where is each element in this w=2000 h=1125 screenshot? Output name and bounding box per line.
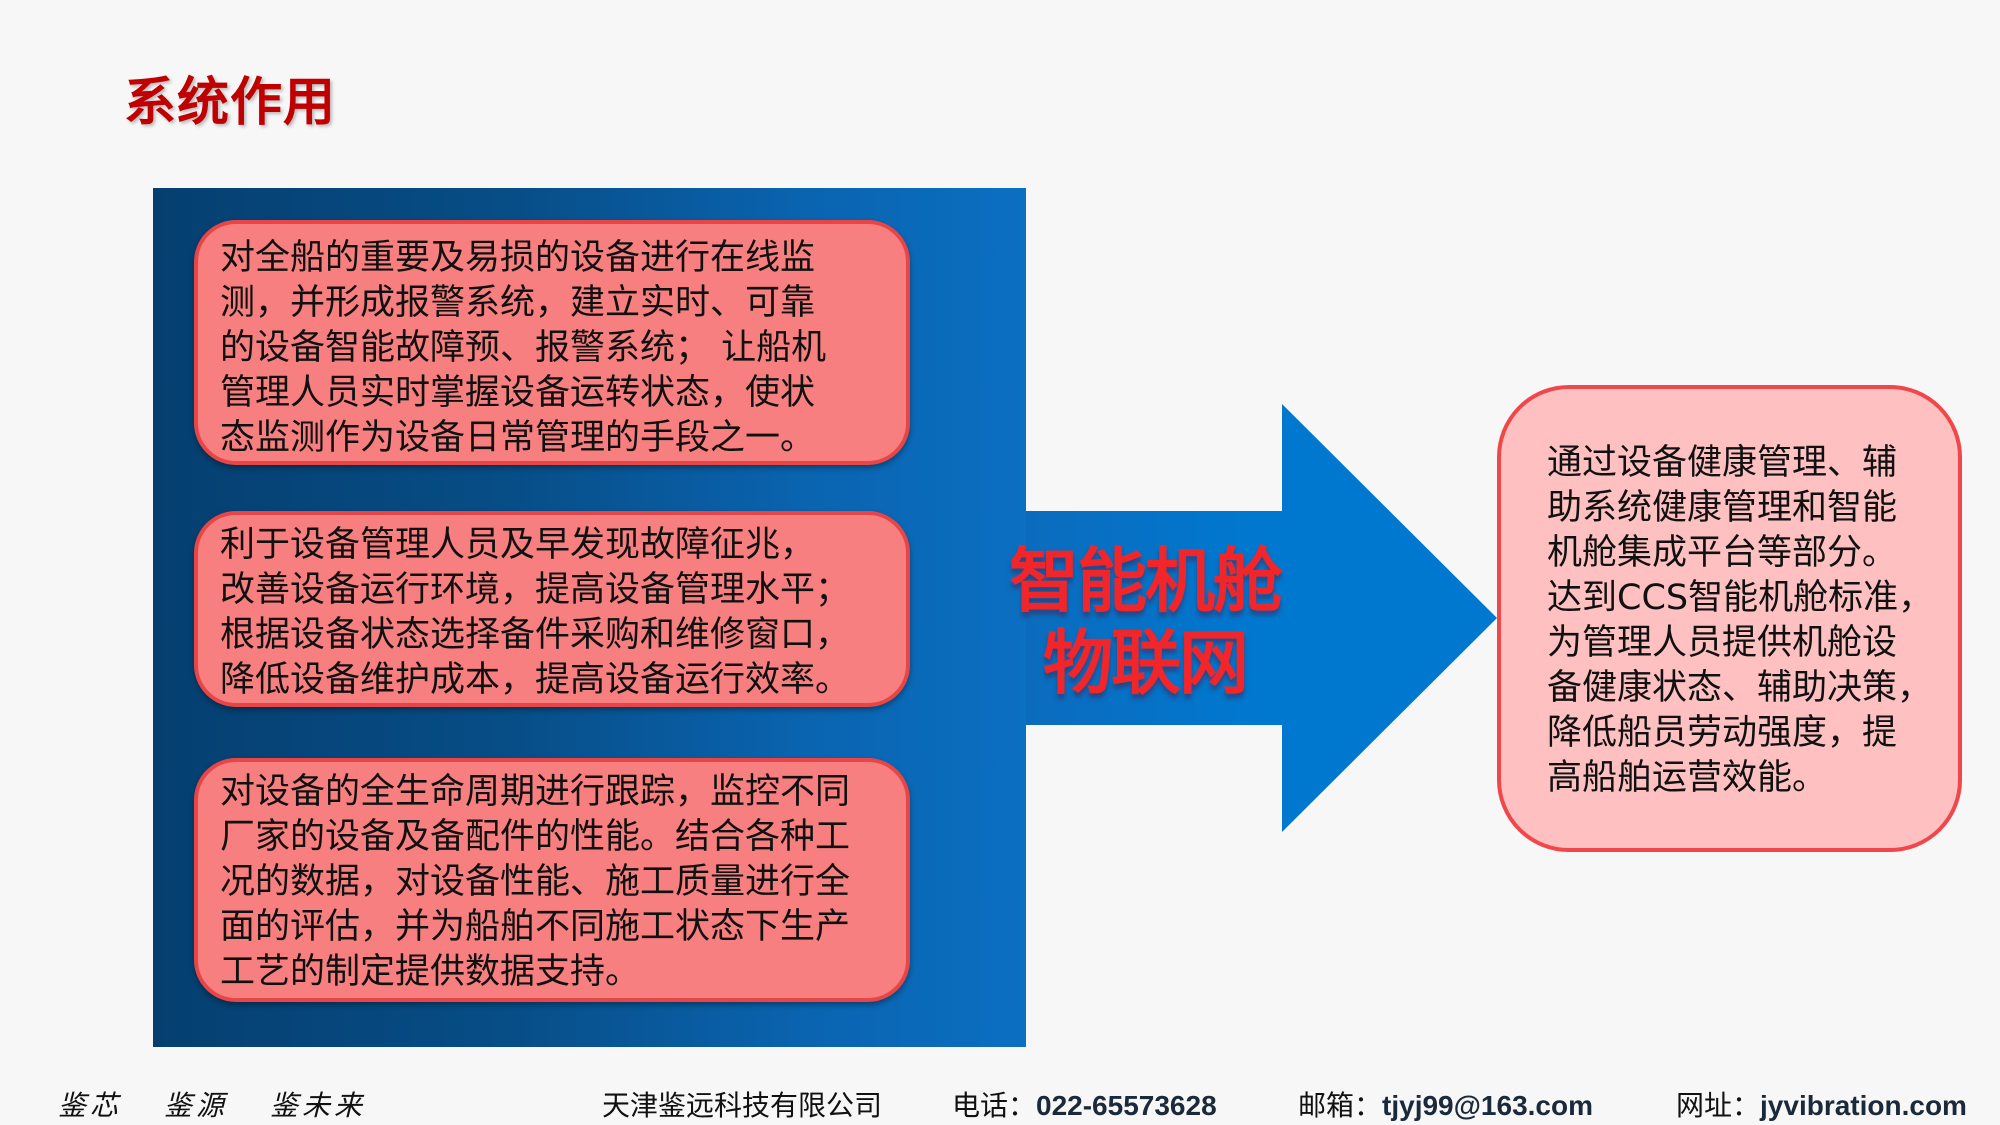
footer-company-name: 天津鉴远科技有限公司 <box>602 1089 883 1122</box>
right-arrow-icon <box>1026 404 1497 832</box>
arrow-label-line1: 智能机舱 <box>1009 540 1283 622</box>
footer-email: 邮箱：tjyj99@163.com <box>1298 1084 1593 1122</box>
arrow-label-line2: 物联网 <box>1043 622 1249 704</box>
footer-website: 网址：jyvibration.com <box>1676 1084 1967 1122</box>
function-box-lifecycle-tracking: 对设备的全生命周期进行跟踪，监控不同 厂家的设备及备配件的性能。结合各种工 况的… <box>194 758 910 1002</box>
phone-number: 022-65573628 <box>1036 1090 1217 1121</box>
function-text: 对设备的全生命周期进行跟踪，监控不同 厂家的设备及备配件的性能。结合各种工 况的… <box>220 772 851 992</box>
function-text: 利于设备管理人员及早发现故障征兆， 改善设备运行环境，提高设备管理水平； 根据设… <box>220 525 851 700</box>
result-text: 通过设备健康管理、辅 助系统健康管理和智能 机舱集成平台等部分。 达到CCS智能… <box>1547 443 1934 798</box>
footer-phone: 电话：022-65573628 <box>952 1084 1217 1122</box>
result-box: 通过设备健康管理、辅 助系统健康管理和智能 机舱集成平台等部分。 达到CCS智能… <box>1497 385 1962 852</box>
slogan-item: 鉴源 <box>164 1089 229 1122</box>
function-box-online-monitoring: 对全船的重要及易损的设备进行在线监 测，并形成报警系统，建立实时、可靠 的设备智… <box>194 220 910 465</box>
website-label: 网址： <box>1676 1089 1761 1122</box>
phone-label: 电话： <box>952 1089 1037 1122</box>
slide-title: 系统作用 <box>124 73 337 133</box>
slogan-item: 鉴未来 <box>270 1089 367 1122</box>
arrow-label: 智能机舱 物联网 <box>1000 540 1290 704</box>
website-url: jyvibration.com <box>1760 1090 1967 1121</box>
footer-slogan: 鉴芯 鉴源 鉴未来 <box>58 1084 408 1122</box>
slogan-item: 鉴芯 <box>58 1089 123 1122</box>
email-address: tjyj99@163.com <box>1382 1090 1593 1121</box>
function-text: 对全船的重要及易损的设备进行在线监 测，并形成报警系统，建立实时、可靠 的设备智… <box>220 238 827 458</box>
function-box-fault-warning: 利于设备管理人员及早发现故障征兆， 改善设备运行环境，提高设备管理水平； 根据设… <box>194 511 910 707</box>
email-label: 邮箱： <box>1298 1089 1383 1122</box>
